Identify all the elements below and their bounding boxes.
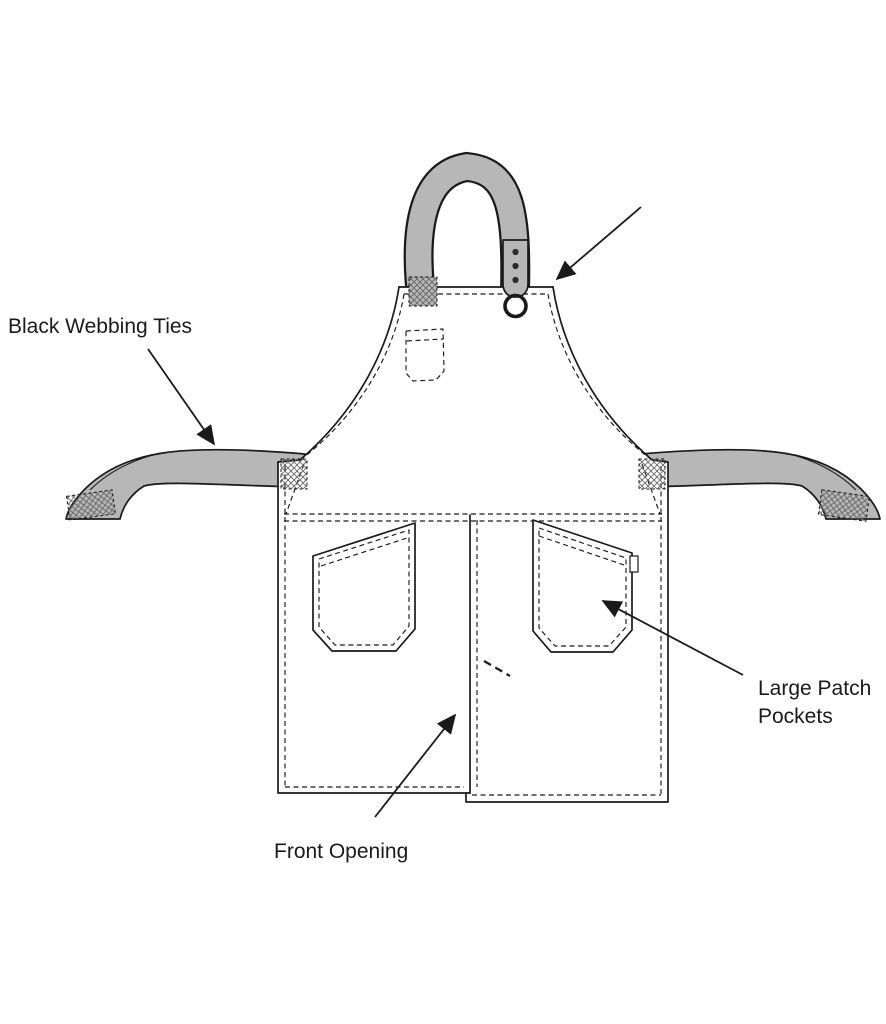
- left-tie-attach-stitching: [280, 458, 308, 490]
- left-tie-fold-crease: [89, 452, 161, 491]
- label-large-patch: Large Patch: [758, 677, 871, 700]
- label-front-opening: Front Opening: [274, 840, 408, 863]
- tie-attachment-stitching: [280, 458, 666, 490]
- left-patch-pocket: [312, 522, 416, 652]
- opening-notch-mark: [483, 660, 511, 677]
- arrow-to-front-opening: [374, 713, 457, 818]
- neck-strap: [403, 151, 531, 306]
- arrow-to-neck-hardware: [555, 206, 642, 281]
- right-tie-fold-crease: [785, 452, 857, 491]
- o-ring-icon: [503, 293, 528, 319]
- right-waist-tie: [640, 448, 881, 522]
- arrow-to-right-pocket: [601, 600, 744, 676]
- callout-labels: Black Webbing Ties Large Patch Pockets F…: [8, 315, 871, 863]
- pocket-tag: [629, 555, 639, 573]
- neck-strap-left-attachment: [408, 276, 438, 307]
- label-pockets: Pockets: [758, 705, 833, 728]
- rivet-icon: [512, 248, 519, 256]
- right-patch-pocket: [532, 519, 639, 653]
- right-tie-attach-stitching: [638, 458, 666, 490]
- neck-strap-hardware: [502, 239, 529, 319]
- label-black-webbing-ties: Black Webbing Ties: [8, 315, 192, 338]
- right-tie-end-stitching: [817, 489, 871, 522]
- left-waist-tie: [65, 448, 306, 521]
- arrow-to-left-tie: [147, 348, 216, 446]
- rivet-icon: [512, 276, 519, 284]
- chest-pocket: [405, 328, 445, 382]
- apron-body: [278, 287, 668, 802]
- left-tie-end-stitching: [65, 489, 117, 521]
- callout-arrows: [147, 206, 744, 818]
- rivet-icon: [512, 262, 519, 270]
